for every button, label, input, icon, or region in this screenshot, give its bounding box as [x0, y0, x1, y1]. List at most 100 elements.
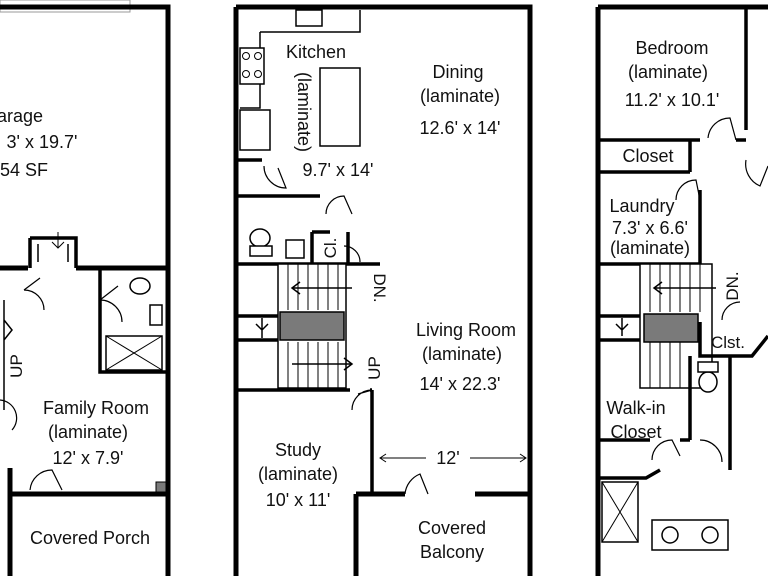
- kitchen-sink: [295, 9, 323, 27]
- dining-material: (laminate): [420, 86, 500, 106]
- balcony-door: [404, 473, 429, 495]
- stair-side-arrow: [615, 318, 629, 336]
- dining-dims: 12.6' x 14': [420, 118, 501, 138]
- living-room-name: Living Room: [416, 320, 516, 340]
- garage-name: arage: [0, 106, 43, 126]
- burner-icon: [242, 70, 250, 78]
- dimension-line: [379, 453, 527, 463]
- refrigerator: [239, 109, 271, 151]
- sink-fixture: [149, 304, 163, 326]
- study-door: [351, 389, 373, 411]
- kitchen-material: (laminate): [294, 72, 314, 152]
- family-room-material: (laminate): [48, 422, 128, 442]
- laundry-name: Laundry: [609, 196, 674, 216]
- garage-area: 54 SF: [0, 160, 48, 180]
- toilet-fixture: [249, 228, 271, 248]
- small-closet-walls: [698, 322, 768, 358]
- shower-wall: [598, 468, 661, 480]
- family-room-dims: 12' x 7.9': [53, 448, 124, 468]
- toilet-fixture: [698, 371, 718, 393]
- laundry-dims: 7.3' x 6.6': [612, 218, 688, 238]
- hall-door: [745, 159, 768, 187]
- garage-dims: 3' x 19.7': [7, 132, 78, 152]
- bedroom-material: (laminate): [628, 62, 708, 82]
- left-stair-up-label: UP: [7, 354, 26, 378]
- right-stair-down-label: DN.: [723, 271, 742, 300]
- toilet-tank: [249, 245, 273, 257]
- stair-treads-lower: [287, 342, 339, 388]
- stair-treads-lower: [649, 342, 681, 388]
- middle-stairs: [236, 263, 354, 389]
- stair-treads-upper: [287, 264, 339, 310]
- small-closet-name: Clst.: [711, 333, 745, 352]
- left-stair: [3, 300, 13, 410]
- stair-up-arrow: [292, 357, 354, 371]
- dining-name: Dining: [432, 62, 483, 82]
- toilet-fixture: [129, 277, 151, 295]
- left-exterior-wall: [0, 4, 171, 494]
- corner-post: [155, 481, 167, 493]
- laundry-material: (laminate): [610, 238, 690, 258]
- entry-arrow: [51, 232, 65, 249]
- bedroom-door: [707, 117, 737, 141]
- stair-landing: [643, 313, 699, 343]
- burner-icon: [242, 52, 250, 60]
- bath-door: [325, 195, 353, 215]
- sink-fixture: [285, 239, 305, 259]
- kitchen-range: [239, 47, 265, 85]
- balcony-line1: Covered: [418, 518, 486, 538]
- study-material: (laminate): [258, 464, 338, 484]
- burner-icon: [254, 52, 262, 60]
- stair-side-walls: [236, 314, 278, 342]
- dimension-label: 12': [436, 448, 459, 468]
- covered-porch-name: Covered Porch: [30, 528, 150, 548]
- right-floor: Bedroom (laminate) 11.2' x 10.1' Closet …: [595, 4, 768, 576]
- balcony-line2: Balcony: [420, 542, 484, 562]
- walk-in-line2: Closet: [610, 422, 661, 442]
- small-closet-door: [721, 301, 741, 321]
- sink-basin-icon: [661, 526, 679, 544]
- stair-down-arrow: [652, 281, 716, 295]
- bedroom-dims: 11.2' x 10.1': [625, 90, 720, 110]
- stair-down-arrow: [290, 281, 352, 295]
- kitchen-counter-top: [260, 10, 361, 33]
- kitchen-name: Kitchen: [286, 42, 346, 62]
- middle-floor: Kitchen (laminate) 9.7' x 14' Dining (la…: [233, 4, 533, 576]
- shower-cross: [105, 335, 163, 371]
- family-room-door: [23, 277, 45, 311]
- middle-exterior-wall: [236, 4, 533, 497]
- walk-in-line1: Walk-in: [606, 398, 665, 418]
- pantry-door: [263, 165, 287, 189]
- left-stair-door: [0, 399, 18, 431]
- bath-door: [99, 285, 123, 323]
- left-floor: arage 3' x 19.7' 54 SF Family Room (lami…: [0, 0, 171, 576]
- living-room-material: (laminate): [422, 344, 502, 364]
- stair-side-walls: [598, 314, 640, 342]
- porch-door: [29, 469, 63, 491]
- walk-in-walls: [598, 356, 692, 442]
- stair-up-label: UP: [365, 356, 384, 380]
- vestibule-wall: [30, 236, 78, 268]
- vestibule-detail: [37, 244, 69, 262]
- walk-in-door: [651, 439, 681, 461]
- burner-icon: [254, 70, 262, 78]
- living-room-dims: 14' x 22.3': [420, 374, 501, 394]
- stair-down-label: DN.: [370, 273, 389, 302]
- family-room-name: Family Room: [43, 398, 149, 418]
- closet-name: Closet: [622, 146, 673, 166]
- toilet-tank: [697, 361, 719, 373]
- closet-label: Cl.: [321, 238, 340, 259]
- bedroom-name: Bedroom: [635, 38, 708, 58]
- stair-side-arrow: [255, 318, 269, 338]
- bath-wall: [98, 268, 168, 374]
- kitchen-dims: 9.7' x 14': [303, 160, 374, 180]
- closet-door: [343, 245, 361, 263]
- study-name: Study: [275, 440, 321, 460]
- laundry-door: [675, 179, 701, 201]
- bath-door: [699, 439, 723, 463]
- study-dims: 10' x 11': [266, 490, 331, 510]
- sink-basin-icon: [701, 526, 719, 544]
- stair-landing: [279, 311, 345, 341]
- kitchen-island: [319, 67, 361, 147]
